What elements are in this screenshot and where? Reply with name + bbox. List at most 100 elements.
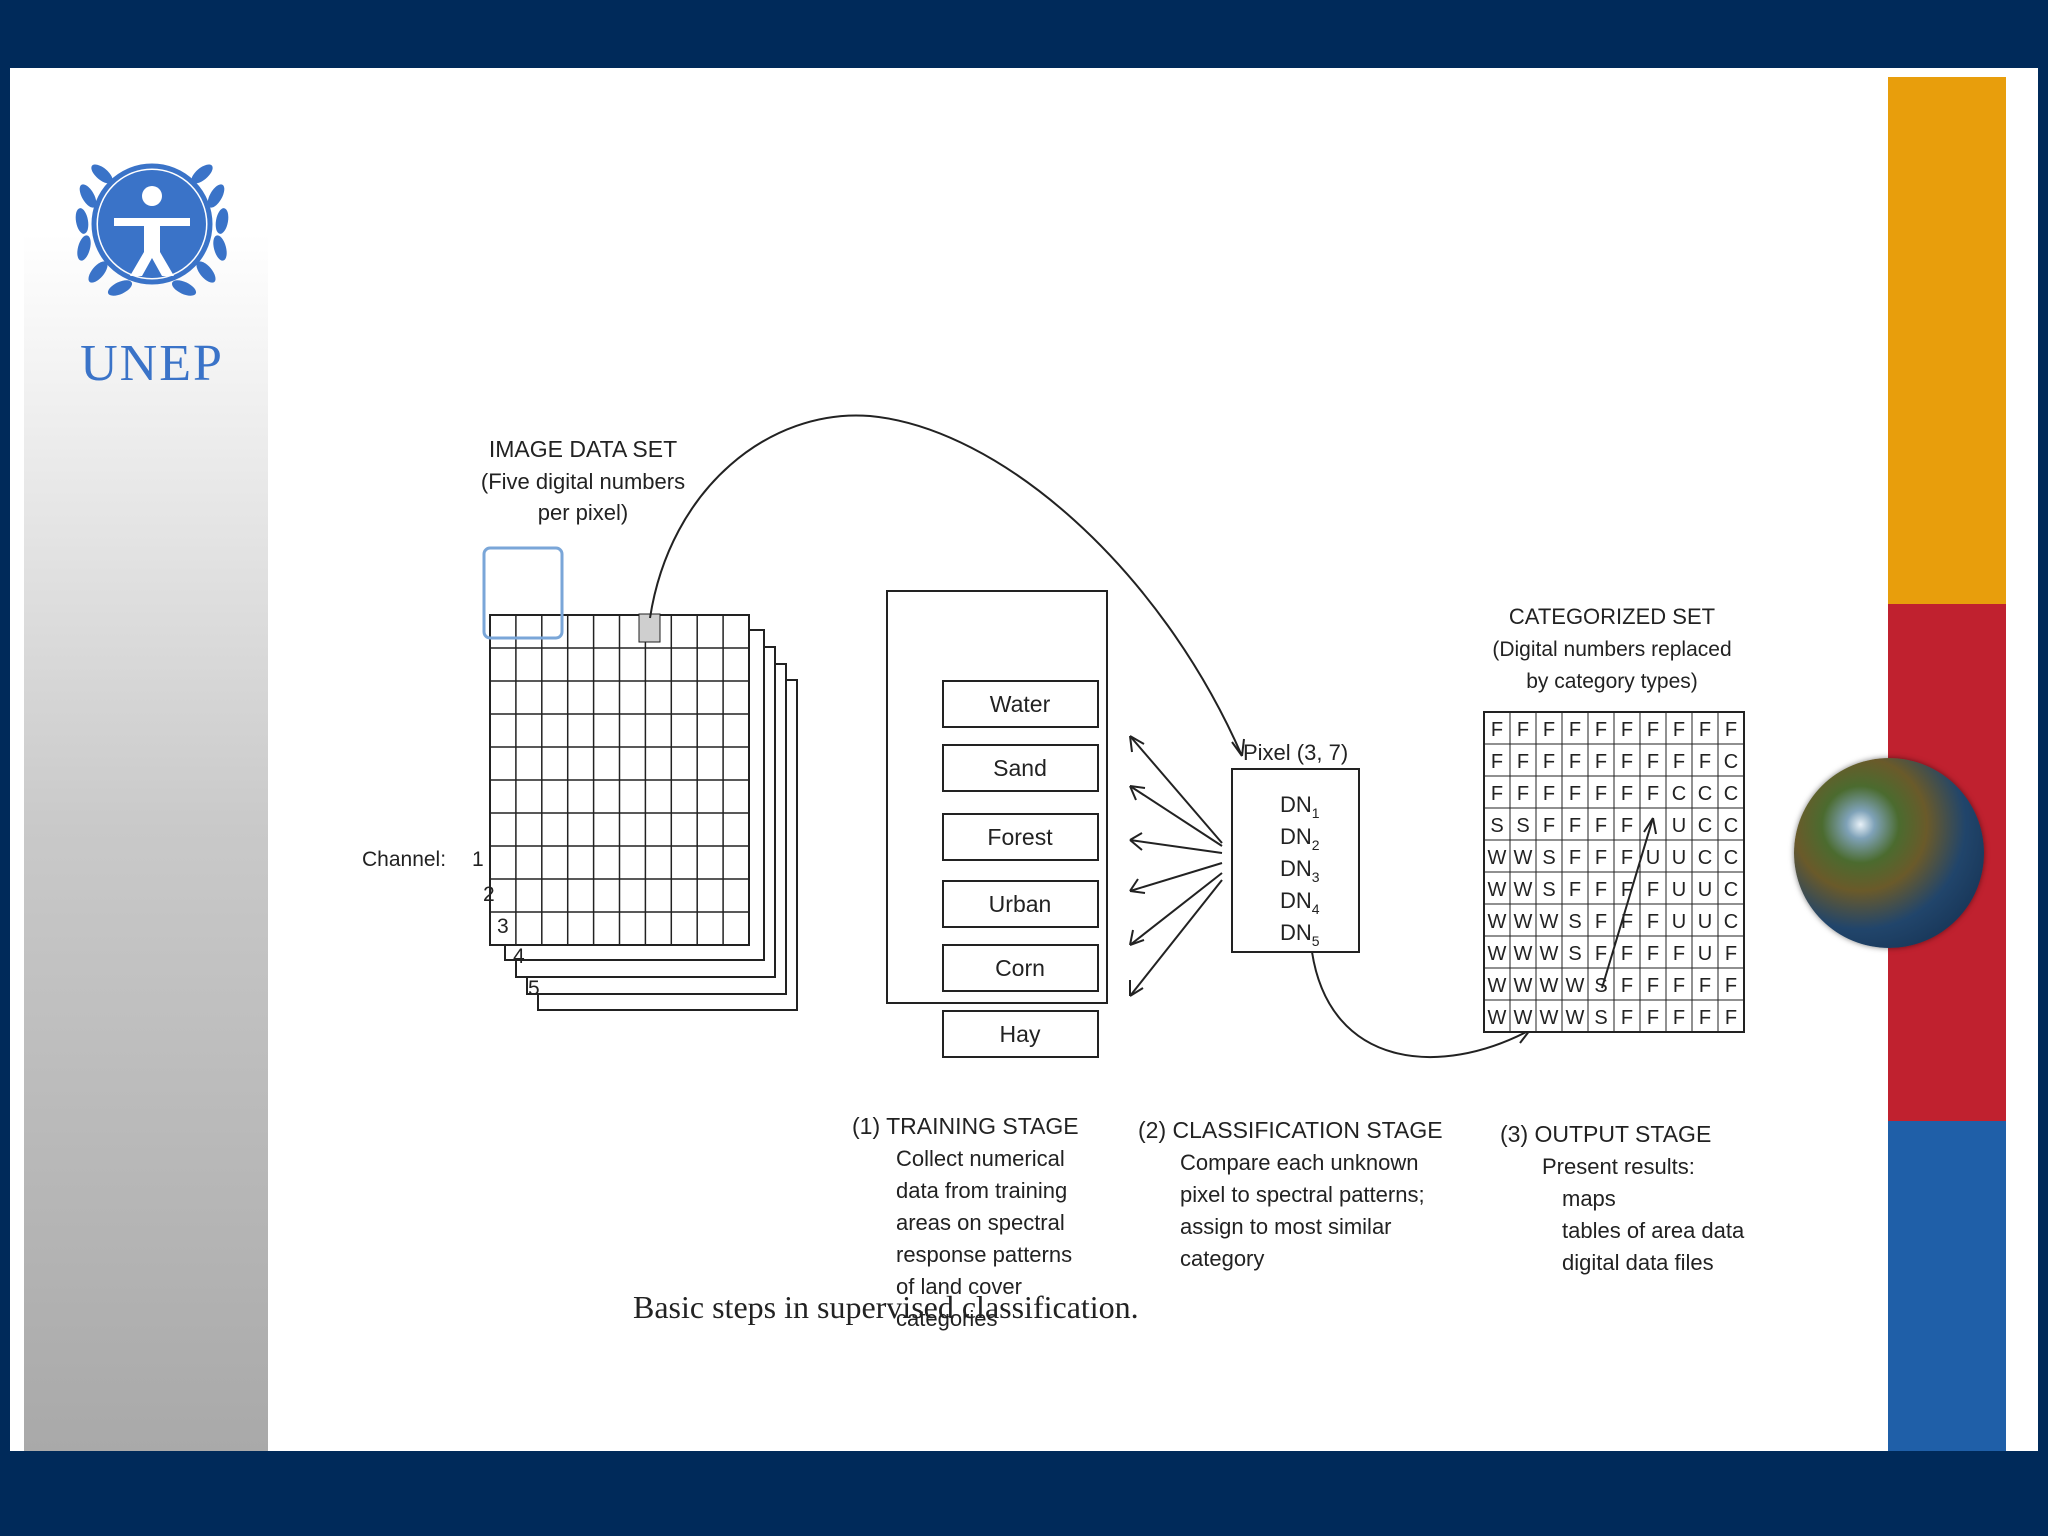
categorized-cell: U bbox=[1698, 879, 1712, 901]
categorized-cell: F bbox=[1595, 815, 1607, 837]
categorized-cell: F bbox=[1491, 719, 1503, 741]
categorized-cell: F bbox=[1517, 751, 1529, 773]
categorized-cell: C bbox=[1724, 815, 1738, 837]
categorized-cell: U bbox=[1672, 911, 1686, 933]
stage-line: tables of area data bbox=[1562, 1218, 1745, 1243]
categorized-cell: F bbox=[1647, 943, 1659, 965]
stage-line: maps bbox=[1562, 1186, 1616, 1211]
stage-line: Compare each unknown bbox=[1180, 1150, 1418, 1175]
categorized-cell: S bbox=[1542, 847, 1555, 869]
categorized-cell: C bbox=[1698, 847, 1712, 869]
category-label: Corn bbox=[995, 955, 1045, 981]
category-box bbox=[942, 813, 1099, 861]
category-box bbox=[942, 744, 1099, 792]
categorized-cell: F bbox=[1543, 751, 1555, 773]
image-data-set-title: IMAGE DATA SET bbox=[489, 436, 677, 462]
classification-diagram: IMAGE DATA SET (Five digital numbers per… bbox=[362, 414, 1745, 1331]
categorized-cell: F bbox=[1725, 975, 1737, 997]
categorized-cell: F bbox=[1595, 783, 1607, 805]
categorized-cell: F bbox=[1517, 783, 1529, 805]
category-box bbox=[942, 680, 1099, 728]
categorized-cell: F bbox=[1725, 943, 1737, 965]
categorized-cell: C bbox=[1724, 911, 1738, 933]
stage-line: category bbox=[1180, 1246, 1264, 1271]
categorized-cell: W bbox=[1540, 975, 1559, 997]
categorized-cell: F bbox=[1647, 783, 1659, 805]
assignment-arrow bbox=[1601, 817, 1654, 989]
channel-number-1: 1 bbox=[472, 848, 484, 871]
channel-number-3: 3 bbox=[497, 915, 509, 938]
categorized-cell: W bbox=[1514, 879, 1533, 901]
category-box bbox=[942, 1010, 1099, 1058]
categorized-cell: F bbox=[1595, 879, 1607, 901]
categorized-cell: F bbox=[1647, 1007, 1659, 1029]
categorized-set-subtitle-1: (Digital numbers replaced bbox=[1492, 638, 1731, 661]
categorized-cell: U bbox=[1672, 847, 1686, 869]
categorized-cell: F bbox=[1595, 751, 1607, 773]
categorized-cell: S bbox=[1594, 1007, 1607, 1029]
categorized-cell: W bbox=[1514, 975, 1533, 997]
dn-value: DN4 bbox=[1280, 888, 1320, 917]
category-label: Water bbox=[990, 691, 1051, 717]
category-label: Forest bbox=[987, 824, 1053, 850]
category-label: Urban bbox=[989, 891, 1052, 917]
stage-line: data from training bbox=[896, 1178, 1067, 1203]
channel-1-grid bbox=[489, 614, 750, 946]
categorized-cell: F bbox=[1673, 975, 1685, 997]
categorized-cell: U bbox=[1672, 879, 1686, 901]
unknown-pixel-marker bbox=[638, 613, 661, 643]
stage-line: Present results: bbox=[1542, 1154, 1695, 1179]
categorized-cell: W bbox=[1514, 911, 1533, 933]
categorized-cell: F bbox=[1647, 975, 1659, 997]
pixel-dn-box bbox=[1231, 768, 1360, 953]
categorized-cell: U bbox=[1646, 847, 1660, 869]
category-label: Sand bbox=[993, 755, 1047, 781]
stage-line: digital data files bbox=[1562, 1250, 1714, 1275]
categorized-cell: W bbox=[1514, 847, 1533, 869]
pixel-label: Pixel (3, 7) bbox=[1243, 740, 1348, 765]
categorized-cell: C bbox=[1672, 783, 1686, 805]
categorized-cell: F bbox=[1621, 975, 1633, 997]
stage-line: areas on spectral bbox=[896, 1210, 1065, 1235]
categorized-cell: F bbox=[1673, 751, 1685, 773]
training-area-highlight bbox=[482, 546, 564, 640]
categorized-cell: S bbox=[1568, 911, 1581, 933]
categorized-cell: U bbox=[1698, 911, 1712, 933]
pixel-to-classifier-arrow bbox=[649, 414, 1243, 757]
categorized-cell: F bbox=[1647, 751, 1659, 773]
categorized-cell: F bbox=[1699, 751, 1711, 773]
channel-number-4: 4 bbox=[513, 945, 525, 968]
stage-line: Collect numerical bbox=[896, 1146, 1065, 1171]
categorized-cell: F bbox=[1647, 719, 1659, 741]
category-label: Hay bbox=[1000, 1021, 1041, 1047]
categorized-cell: W bbox=[1488, 911, 1507, 933]
categorized-cell: W bbox=[1514, 1007, 1533, 1029]
logo-text: UNEP bbox=[80, 335, 224, 392]
unep-logo: UNEP bbox=[62, 126, 242, 392]
categorized-cell: F bbox=[1673, 1007, 1685, 1029]
left-gradient-bar bbox=[24, 68, 268, 1451]
categorized-cell: F bbox=[1491, 751, 1503, 773]
categorized-cell: F bbox=[1725, 1007, 1737, 1029]
categorized-cell: C bbox=[1724, 879, 1738, 901]
categorized-cell: W bbox=[1540, 943, 1559, 965]
categorized-cell: F bbox=[1725, 719, 1737, 741]
categorized-cell: F bbox=[1699, 719, 1711, 741]
categorized-cell: C bbox=[1724, 751, 1738, 773]
accent-stripe-orange bbox=[1888, 77, 2006, 604]
categorized-cell: F bbox=[1543, 815, 1555, 837]
category-box bbox=[942, 880, 1099, 928]
categorized-cell: W bbox=[1540, 1007, 1559, 1029]
channel-number-5: 5 bbox=[528, 977, 540, 1000]
categorized-cell: W bbox=[1540, 911, 1559, 933]
categorized-cell: F bbox=[1491, 783, 1503, 805]
categorized-cell: F bbox=[1673, 943, 1685, 965]
categorized-cell: F bbox=[1569, 847, 1581, 869]
stage-line: pixel to spectral patterns; bbox=[1180, 1182, 1425, 1207]
stage-line: categories bbox=[896, 1306, 998, 1331]
categorized-cell: S bbox=[1516, 815, 1529, 837]
categorized-cell: F bbox=[1621, 943, 1633, 965]
categorized-cell: F bbox=[1699, 975, 1711, 997]
